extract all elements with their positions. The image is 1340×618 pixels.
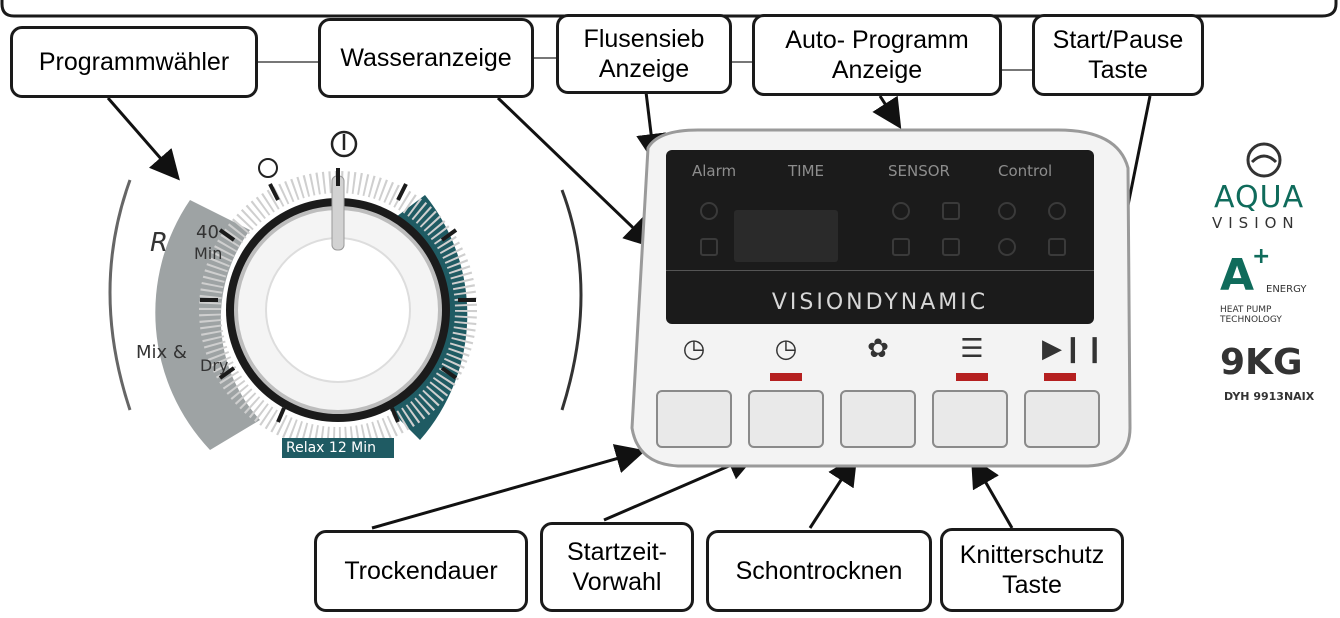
display-divider — [666, 270, 1094, 271]
control-panel: Alarm TIME SENSOR Control VISIONDYNAMIC … — [618, 128, 1140, 470]
water-tank-icon — [700, 202, 718, 220]
callout-autoprogramm: Auto- Programm Anzeige — [752, 14, 1002, 96]
dial-min: Min — [194, 244, 223, 263]
sensor-icon-4 — [942, 238, 960, 256]
dial-relax: Relax 12 Min — [286, 440, 377, 456]
control-icon-1 — [998, 202, 1016, 220]
delay-timer-icon: ◷ — [774, 334, 798, 364]
energy-plus: + — [1252, 244, 1271, 269]
model-number: DYH 9913NAIX — [1224, 390, 1315, 403]
dial-40: 40 — [196, 222, 219, 243]
vision-subtitle: VISION — [1212, 214, 1300, 232]
control-icon-2 — [1048, 202, 1066, 220]
dial-r-label: R — [150, 228, 169, 258]
lint-filter-icon — [700, 238, 718, 256]
brand-logos: AQUA VISION A + ENERGY HEAT PUMP TECHNOL… — [1202, 140, 1332, 480]
program-dial[interactable]: R 40 Min Mix & Dry Relax 12 Min — [100, 120, 620, 460]
callout-knitterschutz: Knitterschutz Taste — [940, 528, 1124, 612]
sensor-icon-3 — [892, 238, 910, 256]
display-panel: Alarm TIME SENSOR Control VISIONDYNAMIC — [666, 150, 1094, 324]
aqua-vision-logo-icon — [1246, 142, 1282, 178]
callout-schontrocknen: Schontrocknen — [706, 530, 932, 612]
led-startzeit — [770, 373, 802, 381]
sensor-icon-1 — [892, 202, 910, 220]
dial-mix: Mix & — [136, 342, 187, 363]
callout-startzeit: Startzeit- Vorwahl — [540, 522, 694, 612]
trockendauer-button[interactable] — [656, 390, 732, 448]
time-label: TIME — [788, 162, 825, 180]
led-knitterschutz — [956, 373, 988, 381]
callout-trockendauer: Trockendauer — [314, 530, 528, 612]
aqua-title: AQUA — [1214, 180, 1305, 215]
clock-icon: ◷ — [682, 334, 706, 364]
energy-class: A — [1220, 250, 1255, 301]
brand-label: VISIONDYNAMIC — [771, 290, 989, 315]
callout-programmwaehler: Programmwähler — [10, 26, 258, 98]
knitterschutz-button[interactable] — [932, 390, 1008, 448]
startzeit-button[interactable] — [748, 390, 824, 448]
sensor-icon-2 — [942, 202, 960, 220]
callout-wasseranzeige: Wasseranzeige — [318, 18, 534, 98]
control-label: Control — [998, 162, 1053, 180]
callout-startpause: Start/Pause Taste — [1032, 14, 1204, 96]
alarm-label: Alarm — [692, 162, 737, 180]
start-pause-button[interactable] — [1024, 390, 1100, 448]
shirt-anticrease-icon: ☰ — [960, 334, 984, 364]
callout-flusensieb: Flusensieb Anzeige — [556, 14, 732, 94]
dial-dry: Dry — [200, 356, 229, 375]
time-screen — [734, 210, 838, 262]
control-icon-3 — [998, 238, 1016, 256]
led-startpause — [1044, 373, 1076, 381]
capacity-label: 9KG — [1220, 342, 1303, 383]
heat-pump-text: HEAT PUMP TECHNOLOGY — [1220, 305, 1282, 325]
energy-word: ENERGY — [1266, 284, 1307, 295]
feather-icon: ✿ — [867, 334, 889, 364]
control-icon-4 — [1048, 238, 1066, 256]
schontrocknen-button[interactable] — [840, 390, 916, 448]
play-pause-icon: ▶❙❙ — [1042, 334, 1106, 364]
sensor-label: SENSOR — [888, 162, 950, 180]
